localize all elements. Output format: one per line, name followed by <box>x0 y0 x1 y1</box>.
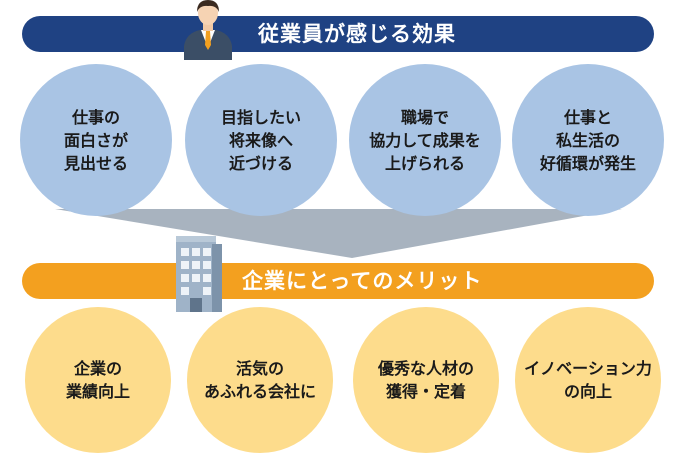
employee-effects-header: 従業員が感じる効果 <box>22 16 654 52</box>
merit-circle-4: イノベーション力 の向上 <box>515 307 661 453</box>
employee-effects-title: 従業員が感じる効果 <box>258 22 456 46</box>
effect-circle-3: 職場で 協力して成果を 上げられる <box>349 64 501 216</box>
merit-circle-2: 活気の あふれる会社に <box>187 307 333 453</box>
merit-circle-1: 企業の 業績向上 <box>25 307 171 453</box>
effect-circle-1: 仕事の 面白さが 見出せる <box>20 64 172 216</box>
effect-circle-2: 目指したい 将来像へ 近づける <box>185 64 337 216</box>
company-merits-title: 企業にとってのメリット <box>242 269 483 293</box>
merit-circle-3: 優秀な人材の 獲得・定着 <box>353 307 499 453</box>
company-merits-header: 企業にとってのメリット <box>22 263 654 299</box>
effect-circle-4: 仕事と 私生活の 好循環が発生 <box>512 64 664 216</box>
businessman-icon <box>184 0 232 60</box>
office-building-icon <box>176 236 222 312</box>
